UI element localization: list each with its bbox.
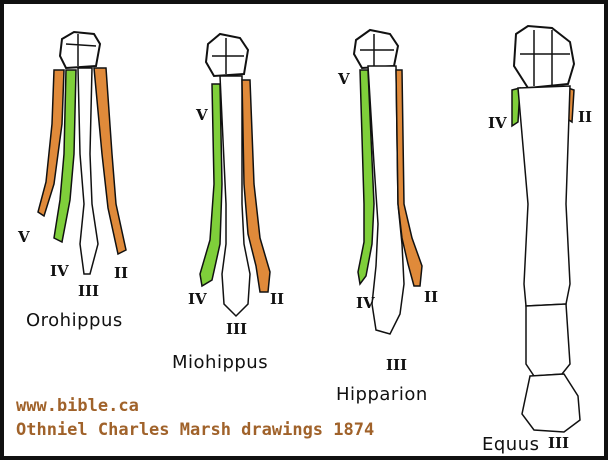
hipparion-digit-iv-label: IV xyxy=(356,294,375,312)
hipparion-digit-ii-label: II xyxy=(424,288,438,306)
equus-name: Equus xyxy=(482,434,540,455)
miohippus-foot xyxy=(200,34,270,316)
miohippus-digit-ii-label: II xyxy=(270,290,284,308)
attribution-credit: Othniel Charles Marsh drawings 1874 xyxy=(16,420,374,440)
miohippus-name: Miohippus xyxy=(172,352,268,373)
hipparion-digit-iii-label: III xyxy=(386,356,407,374)
orohippus-digit-iv-label: IV xyxy=(50,262,69,280)
orohippus-digit-iii-label: III xyxy=(78,282,99,300)
horse-foot-drawings xyxy=(4,4,604,456)
orohippus-name: Orohippus xyxy=(26,310,123,331)
equus-foot xyxy=(512,26,580,432)
equus-digit-iii-label: III xyxy=(548,434,569,452)
hipparion-name: Hipparion xyxy=(336,384,428,405)
equus-digit-ii-label: II xyxy=(578,108,592,126)
miohippus-digit-iv-label: IV xyxy=(188,290,207,308)
orohippus-foot xyxy=(38,32,126,274)
miohippus-digit-v-label: V xyxy=(196,106,208,124)
hipparion-digit-v-label: V xyxy=(338,70,350,88)
orohippus-digit-v-label: V xyxy=(18,228,30,246)
equus-digit-iv-label: IV xyxy=(488,114,507,132)
website-credit: www.bible.ca xyxy=(16,396,139,416)
orohippus-digit-ii-label: II xyxy=(114,264,128,282)
hipparion-foot xyxy=(354,30,422,334)
miohippus-digit-iii-label: III xyxy=(226,320,247,338)
